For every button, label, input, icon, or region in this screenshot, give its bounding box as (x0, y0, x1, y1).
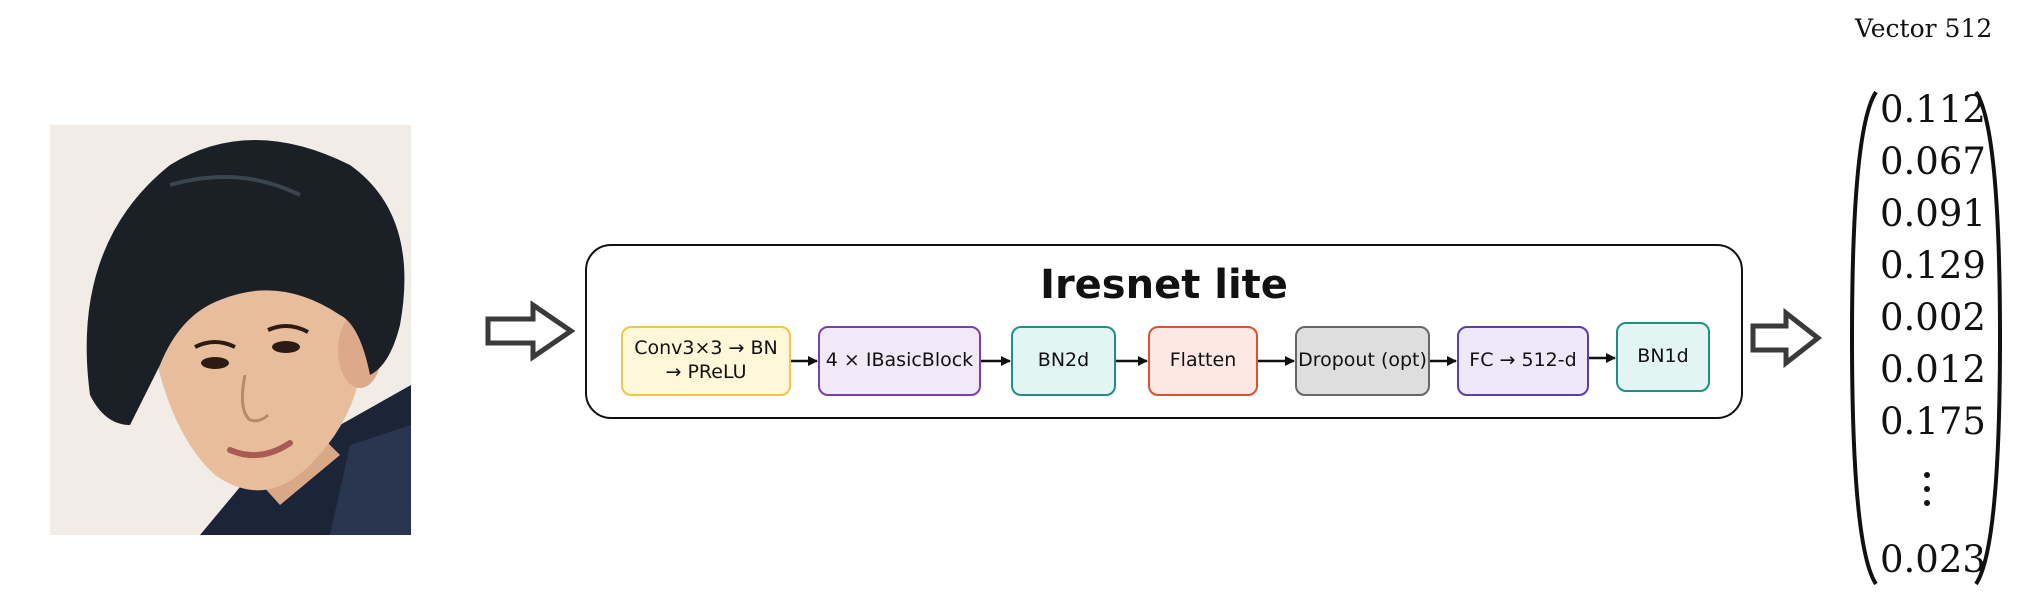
conv-block-line-1: Conv3×3 → BN (634, 337, 778, 360)
vector-value: 0.002 (1880, 296, 1986, 339)
hollow-right-arrow-icon (1750, 307, 1823, 369)
vector-value: 0.012 (1880, 348, 1986, 391)
vector-value: 0.129 (1880, 244, 1986, 287)
input-face-image (50, 125, 411, 535)
left-paren (1850, 90, 1878, 586)
hollow-right-arrow-icon (485, 300, 576, 362)
vector-value: 0.067 (1880, 140, 1986, 183)
right-paren (1974, 90, 2002, 586)
network-title: Iresnet lite (1040, 262, 1288, 308)
vector-value: 0.112 (1880, 88, 1986, 131)
vector-value-last: 0.023 (1880, 538, 1986, 581)
dropout-block: Dropout (opt) (1295, 326, 1430, 396)
flatten-label: Flatten (1169, 349, 1237, 372)
fc-label: FC → 512-d (1469, 349, 1577, 372)
bn1d-label: BN1d (1637, 345, 1689, 368)
conv-block-line-2: → PReLU (665, 361, 747, 383)
ibasicblock-block: 4 × IBasicBlock (818, 326, 981, 396)
vector-value: 0.175 (1880, 400, 1986, 443)
output-vector: 0.112 0.067 0.091 0.129 0.002 0.012 0.17… (1850, 88, 2002, 588)
vector-value: 0.091 (1880, 192, 1986, 235)
ibasicblock-label: 4 × IBasicBlock (825, 349, 974, 372)
bn2d-block: BN2d (1011, 326, 1116, 396)
flatten-block: Flatten (1148, 326, 1258, 396)
bn1d-block: BN1d (1616, 322, 1710, 392)
dropout-label: Dropout (opt) (1298, 349, 1427, 372)
conv-bn-prelu-block: Conv3×3 → BN → PReLU (621, 326, 791, 396)
fc-block: FC → 512-d (1457, 326, 1589, 396)
bn2d-label: BN2d (1037, 349, 1090, 372)
vector-title: Vector 512 (1855, 14, 1993, 43)
